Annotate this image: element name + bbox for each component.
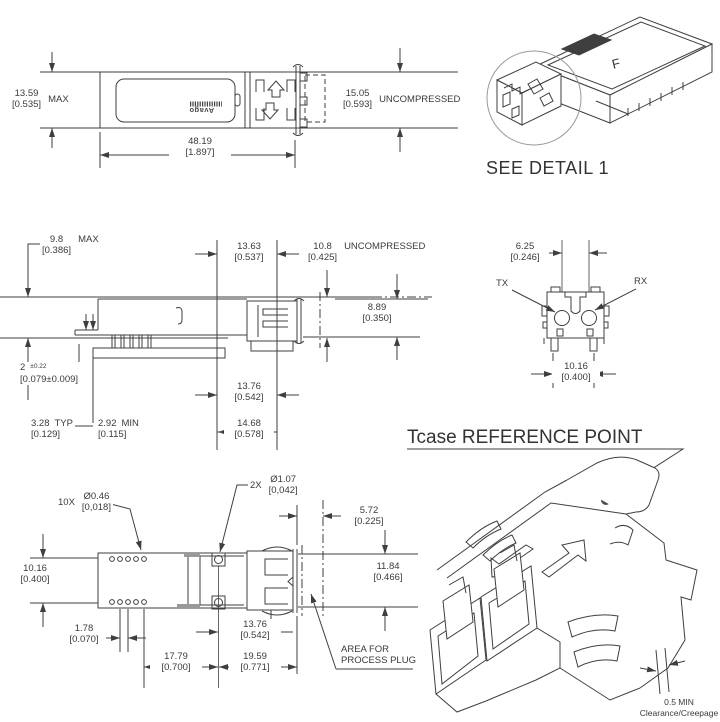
tcase-reference-title: Tcase REFERENCE POINT [407, 427, 643, 448]
dim-tolerance: ±0.22 [30, 363, 47, 370]
dim-in: [0.542] [234, 392, 264, 403]
dim-in: [0.425] [308, 252, 338, 263]
clearance-note: 0.5 MIN Clearance/Creepage [634, 697, 720, 718]
dim-5-72: 5.72 [0.225] [344, 505, 394, 527]
dim-in: [0.535] [12, 99, 42, 110]
dim-mm: 13.63 [237, 241, 261, 252]
dim-13-63: 13.63 [0.537] [224, 241, 274, 263]
dim-dia: Ø0.46 [83, 491, 110, 502]
dim-mm: 13.59 [14, 88, 39, 99]
dim-mm: 2.92 [98, 418, 117, 429]
dim-mm: 1.78 [74, 623, 94, 634]
dim-in: [0.129] [31, 429, 61, 440]
dim-pin-standoff: 2 ±0.22 [0.079±0.009] [18, 362, 81, 385]
dim-mm: 10.8 [313, 241, 332, 252]
dim-mm: 13.76 [237, 381, 261, 392]
rx-label: RX [634, 276, 648, 287]
dim-mm: 8.89 [367, 302, 387, 313]
vendor-logo: Avago [189, 106, 215, 115]
dim-mm: 3.28 [31, 418, 50, 429]
dim-11-84: 11.84 [0.466] [362, 561, 414, 583]
dim-bottom-13-76: 13.76 [0.542] [229, 619, 281, 641]
dim-6-25: 6.25 [0.246] [501, 241, 549, 263]
dim-in: [1.897] [185, 147, 215, 158]
dim-14-68: 14.68 [0.578] [224, 418, 274, 440]
dim-17-79: 17.79 [0.700] [150, 651, 202, 673]
dim-in: [0.537] [234, 252, 264, 263]
dim-8-89: 8.89 [0.350] [353, 302, 401, 324]
dim-in: [0.771] [240, 662, 270, 673]
dim-in: [0.542] [240, 630, 270, 641]
dim-in: [0.578] [234, 429, 264, 440]
dim-10-8: 10.8 [0.425] UNCOMPRESSED [306, 241, 428, 263]
dim-19-59: 19.59 [0.771] [229, 651, 281, 673]
dim-suffix: TYP [54, 418, 73, 429]
dim-suffix: MAX [48, 93, 69, 105]
dim-in: [0,042] [268, 485, 298, 496]
profile-view-art [0, 240, 432, 450]
dim-suffix: MAX [78, 234, 99, 245]
clearance-line1: 0.5 MIN [664, 697, 694, 707]
dim-mm: 11.84 [376, 561, 400, 572]
dim-dia: Ø1.07 [270, 474, 297, 485]
dim-mm: 2 [20, 362, 26, 373]
dim-suffix: UNCOMPRESSED [379, 93, 461, 105]
dim-mm: 17.79 [164, 651, 188, 662]
dim-in: [0.225] [354, 516, 384, 527]
dim-in: [0.246] [510, 252, 540, 263]
dim-side-length: 48.19 [1.897] [169, 136, 231, 158]
dim-in: [0.115] [98, 429, 127, 440]
dim-mm: 14.68 [237, 418, 261, 429]
dim-in: [0,018] [81, 502, 111, 513]
dim-front-10-16: 10.16 [0.400] [552, 361, 600, 383]
bottom-view-art [30, 484, 418, 688]
note-line2: PROCESS PLUG [341, 655, 416, 666]
dim-in: [0.466] [373, 572, 403, 583]
dim-in: [0.593] [343, 99, 373, 110]
tx-label: TX [496, 278, 509, 289]
see-detail-caption: SEE DETAIL 1 [486, 158, 610, 178]
dim-suffix: UNCOMPRESSED [344, 241, 426, 252]
dim-bail-height: 15.05 [0.593] UNCOMPRESSED [341, 88, 463, 110]
dim-mm: 6.25 [515, 241, 535, 252]
dim-mm: 5.72 [359, 505, 379, 516]
process-plug-note: AREA FOR PROCESS PLUG [341, 644, 416, 666]
dim-in: [0.386] [42, 245, 72, 256]
dim-mm: 9.8 [49, 234, 64, 245]
dim-qty: 10X [58, 496, 75, 508]
dim-in: [0.079±0.009] [20, 374, 79, 385]
detail1-view-art [407, 448, 698, 713]
dim-in: [0.350] [362, 313, 392, 324]
dim-side-height: 13.59 [0.535] MAX [10, 88, 71, 110]
dim-holes-small: 10X Ø0.46 [0,018] [56, 491, 113, 513]
dim-mm: 48.19 [188, 136, 212, 147]
dim-2-92: 2.92 MIN [0.115] [96, 418, 141, 440]
dim-mm: 10.16 [564, 361, 588, 372]
dim-in: [0.700] [161, 662, 191, 673]
dim-3-28: 3.28 TYP [0.129] [29, 418, 75, 440]
dim-mm: 15.05 [345, 88, 370, 99]
dim-bottom-10-16: 10.16 [0.400] [9, 563, 61, 585]
dim-mm: 10.16 [23, 563, 47, 574]
dim-holes-large: 2X Ø1.07 [0,042] [248, 474, 300, 496]
dim-suffix: MIN [121, 418, 139, 429]
dim-in: [0.070] [69, 634, 99, 645]
dim-1-78: 1.78 [0.070] [62, 623, 106, 645]
dim-mm: 19.59 [243, 651, 267, 662]
dim-qty: 2X [250, 479, 262, 491]
dim-profile-height-max: 9.8 [0.386] MAX [40, 234, 101, 256]
dim-in: [0.400] [20, 574, 50, 585]
note-line1: AREA FOR [341, 644, 390, 655]
clearance-line2: Clearance/Creepage [639, 707, 719, 718]
dim-mm: 13.76 [243, 619, 267, 630]
dim-in: [0.400] [561, 372, 591, 383]
side-view-art [40, 48, 458, 168]
iso-overview-art [486, 16, 714, 146]
dim-profile-13-76: 13.76 [0.542] [224, 381, 274, 403]
